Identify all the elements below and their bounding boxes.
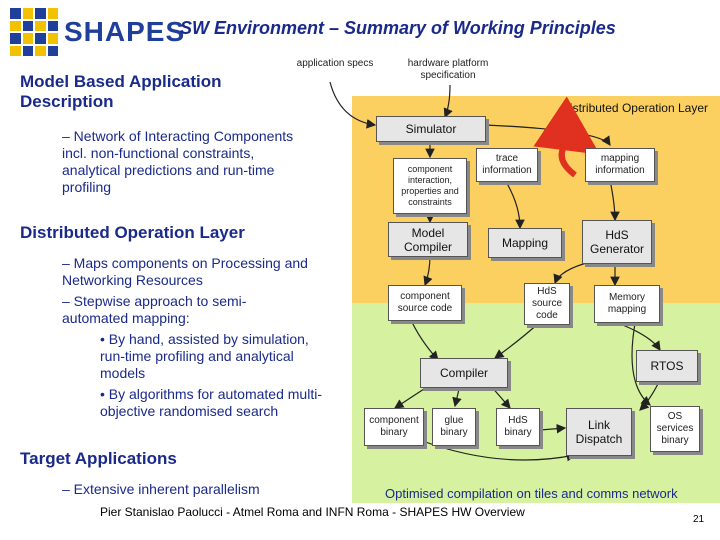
sub-by-hand: • By hand, assisted by simulation, run-t… [100, 331, 309, 381]
hds-source-label: HdS source code [531, 286, 562, 321]
bullet-parallelism: – Extensive inherent parallelism [62, 481, 260, 497]
hds-source-box: HdS source code [524, 283, 570, 325]
component-interaction-box: component interaction, properties and co… [393, 158, 467, 214]
sub-by-algorithms: • By algorithms for automated multi-obje… [100, 386, 322, 419]
trace-info-box: trace information [476, 148, 538, 182]
application-specs-label: application specs [296, 58, 374, 69]
memory-mapping-label: Memory mapping [607, 292, 647, 315]
bullet-stepwise: – Stepwise approach to semi-automated ma… [62, 293, 247, 326]
os-services-box: OS services binary [650, 406, 700, 452]
component-binary-label: component binary [369, 415, 419, 438]
link-dispatch-box: Link Dispatch [566, 408, 632, 456]
simulator-label: Simulator [405, 122, 457, 136]
model-compiler-label: Model Compiler [403, 225, 452, 254]
hds-binary-label: HdS binary [504, 415, 532, 438]
compilation-panel [352, 303, 720, 503]
footer-text: Pier Stanislao Paolucci - Atmel Roma and… [100, 505, 525, 519]
component-binary-box: component binary [364, 408, 424, 446]
heading-model-based: Model Based Application Description [20, 72, 222, 111]
component-interaction-label: component interaction, properties and co… [401, 164, 459, 207]
mapping-box: Mapping [488, 228, 562, 258]
heading-dol: Distributed Operation Layer [20, 223, 245, 242]
rtos-box: RTOS [636, 350, 698, 382]
slide-title: SW Environment – Summary of Working Prin… [180, 18, 616, 38]
compiler-label: Compiler [439, 366, 488, 380]
compiler-box: Compiler [420, 358, 508, 388]
hds-generator-label: HdS Generator [589, 228, 645, 256]
hw-spec-label: hardware platform specification [407, 58, 489, 81]
glue-binary-label: glue binary [440, 415, 468, 438]
heading-target: Target Applications [20, 449, 177, 468]
mapping-info-box: mapping information [585, 148, 655, 182]
hds-binary-box: HdS binary [496, 408, 540, 446]
glue-binary-box: glue binary [432, 408, 476, 446]
dol-label: Distributed Operation Layer [561, 101, 708, 115]
component-source-label: component source code [397, 291, 453, 314]
page-number: 21 [693, 514, 705, 525]
mapping-info-label: mapping information [595, 153, 645, 176]
logo-grid-icon [10, 8, 58, 56]
hds-generator-box: HdS Generator [582, 220, 652, 264]
rtos-label: RTOS [650, 359, 684, 373]
shapes-logo: SHAPES [10, 8, 184, 56]
simulator-box: Simulator [376, 116, 486, 142]
bullet-network: – Network of Interacting Components incl… [62, 128, 294, 195]
logo-text: SHAPES [64, 16, 186, 47]
memory-mapping-box: Memory mapping [594, 285, 660, 323]
mapping-label: Mapping [501, 236, 549, 250]
bottom-caption: Optimised compilation on tiles and comms… [385, 486, 678, 501]
os-services-label: OS services binary [656, 411, 694, 446]
link-dispatch-label: Link Dispatch [575, 418, 623, 446]
component-source-box: component source code [388, 285, 462, 321]
model-compiler-box: Model Compiler [388, 222, 468, 257]
bullet-maps: – Maps components on Processing and Netw… [62, 255, 308, 288]
trace-info-label: trace information [482, 153, 532, 176]
